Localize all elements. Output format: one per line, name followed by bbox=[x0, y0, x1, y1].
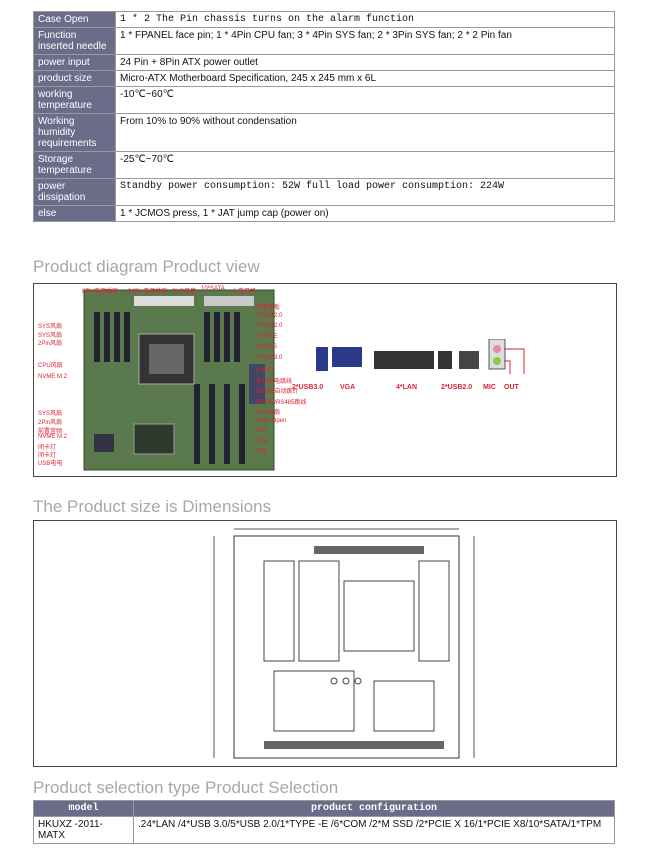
diagram-left-label: NVME M.2 bbox=[38, 374, 68, 380]
diagram-left-label: CPU风扇 bbox=[38, 363, 63, 369]
spec-key: power input bbox=[33, 54, 116, 71]
diagram-left-label: SYS风扇 bbox=[38, 324, 63, 330]
col-model-header: model bbox=[33, 800, 134, 817]
io-panel-image bbox=[316, 339, 525, 374]
motherboard-image bbox=[83, 289, 275, 471]
diagram-box: 8Pin电源插座 24Pin电源插座 SYS风扇 10*SATA 上电开机 SYS风扇 S… bbox=[33, 283, 617, 477]
io-port-label: 2*USB3.0 bbox=[292, 384, 324, 391]
diagram-top-label: 8Pin电源插座 bbox=[82, 289, 119, 295]
diagram-left-label: SYS风扇 bbox=[38, 411, 63, 417]
io-port-label: MIC bbox=[483, 384, 496, 391]
spec-value: Micro-ATX Motherboard Specification, 245… bbox=[115, 70, 615, 87]
diagram-right-label: RS232/RS485跳线 bbox=[256, 399, 307, 406]
io-port-label: OUT bbox=[504, 384, 519, 391]
diagram-right-label: TYPE-E bbox=[256, 333, 278, 340]
spec-value: 24 Pin + 8Pin ATX power outlet bbox=[115, 54, 615, 71]
diagram-right-label: Case Open bbox=[256, 417, 287, 424]
spec-key: Working humidity requirements bbox=[33, 113, 116, 152]
spec-row: Storage temperature-25℃~70℃ bbox=[33, 151, 615, 179]
diagram-left-label: 2Pin风扇 bbox=[38, 341, 63, 347]
spec-row: working temperature-10℃~60℃ bbox=[33, 86, 615, 114]
spec-value: -10℃~60℃ bbox=[115, 86, 615, 114]
diagram-right-label: RS485自动跳针 bbox=[256, 389, 299, 395]
spec-key: else bbox=[33, 205, 116, 222]
diagram-right-label: JCMOS bbox=[256, 344, 277, 350]
io-port-label: 2*USB2.0 bbox=[441, 384, 473, 391]
spec-value: 1 * 2 The Pin chassis turns on the alarm… bbox=[115, 11, 615, 28]
diagram-right-label: 1*USB2.0 bbox=[256, 323, 283, 329]
diagram-top-label: 10*SATA bbox=[201, 286, 225, 292]
spec-key: Function inserted needle bbox=[33, 27, 116, 55]
config-cell: .24*LAN /4*USB 3.0/5*USB 2.0/1*TYPE -E /… bbox=[133, 816, 615, 844]
diagram-right-label: TPM bbox=[256, 438, 269, 445]
diagram-right-label: 2*USB2.0 bbox=[256, 312, 283, 319]
diagram-right-label: 串口供电跳线 bbox=[256, 378, 293, 385]
spec-value: From 10% to 90% without condensation bbox=[115, 113, 615, 152]
diagram-top-label: SYS风扇 bbox=[172, 289, 197, 295]
diagram-left-label: SYS风扇 bbox=[38, 333, 63, 339]
io-port-label: 4*LAN bbox=[396, 384, 418, 391]
spec-value: 1 * FPANEL face pin; 1 * 4Pin CPU fan; 3… bbox=[115, 27, 615, 55]
diagram-right-label: JP3 bbox=[256, 449, 267, 455]
spec-value: 1 * JCMOS press, 1 * JAT jump cap (power… bbox=[115, 205, 615, 222]
model-cell: HKUXZ -2011-MATX bbox=[33, 816, 134, 844]
diagram-heading: Product diagram Product view bbox=[33, 257, 260, 276]
diagram-left-label: 2Pin风扇 bbox=[38, 420, 63, 426]
io-port-label: VGA bbox=[340, 384, 356, 391]
spec-key: product size bbox=[33, 70, 116, 87]
spec-key: Storage temperature bbox=[33, 151, 116, 179]
diagram-right-label: LPT bbox=[256, 428, 268, 434]
diagram-right-label: 前置面板 bbox=[256, 305, 281, 311]
diagram-left-label: USB电电 bbox=[38, 461, 63, 467]
diagram-right-label: SYS风扇 bbox=[256, 410, 281, 416]
table-row: HKUXZ -2011-MATX .24*LAN /4*USB 3.0/5*US… bbox=[33, 816, 615, 844]
diagram-right-label: 2*USB3.0 bbox=[256, 354, 283, 361]
spec-value: Standby power consumption: 52W full load… bbox=[115, 178, 615, 206]
spec-value: -25℃~70℃ bbox=[115, 151, 615, 179]
diagram-top-label: 上电开机 bbox=[232, 289, 257, 295]
col-config-header: product configuration bbox=[133, 800, 615, 817]
diagram-left-label: 闭卡灯 bbox=[38, 445, 57, 451]
diagram-left-label: 闭卡灯 bbox=[38, 453, 57, 459]
diagram-right-label: 6*串口 bbox=[256, 368, 274, 374]
diagram-left-label: 前置音频 bbox=[38, 429, 63, 435]
selection-table: model product configuration HKUXZ -2011-… bbox=[33, 800, 615, 844]
dimensions-box bbox=[33, 520, 617, 767]
spec-key: Case Open bbox=[33, 11, 116, 28]
diagram-top-label: 24Pin电源插座 bbox=[128, 289, 168, 295]
spec-key: power dissipation bbox=[33, 178, 116, 206]
spec-key: working temperature bbox=[33, 86, 116, 114]
selection-heading: Product selection type Product Selection bbox=[33, 778, 339, 797]
dimension-drawing bbox=[213, 528, 475, 759]
size-heading: The Product size is Dimensions bbox=[33, 497, 272, 516]
diagram-left-label: NVME M.2 bbox=[38, 434, 68, 440]
